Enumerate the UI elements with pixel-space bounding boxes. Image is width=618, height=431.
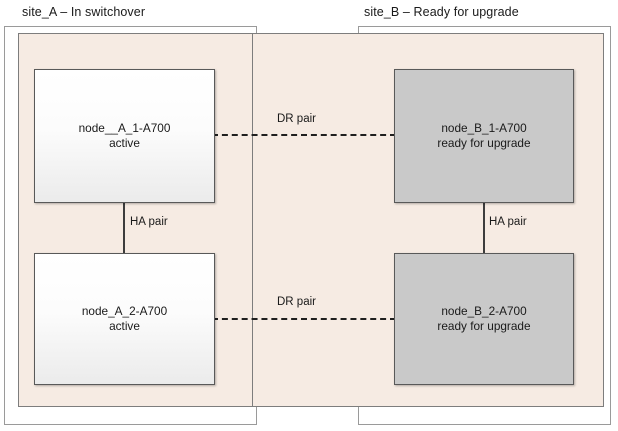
ha-pair-label-site-b: HA pair <box>489 216 527 228</box>
node-name-b1: node_B_1-A700 <box>441 121 527 135</box>
ha-pair-connector-site-b <box>483 200 485 256</box>
node-name-a1: node__A_1-A700 <box>78 121 171 135</box>
node-box-site-a-2[interactable]: node_A_2-A700 active <box>34 253 215 385</box>
site-b-title: site_B – Ready for upgrade <box>364 5 519 19</box>
ha-pair-label-site-a: HA pair <box>130 216 168 228</box>
node-state-a2: active <box>109 319 140 333</box>
dr-pair-connector-bottom <box>212 318 396 320</box>
node-name-a2: node_A_2-A700 <box>81 304 168 318</box>
node-state-b1: ready for upgrade <box>437 136 531 150</box>
site-a-title: site_A – In switchover <box>22 5 146 19</box>
dr-pair-connector-top <box>212 134 396 136</box>
dr-pair-label-bottom: DR pair <box>277 296 316 308</box>
ha-pair-connector-site-a <box>123 200 125 256</box>
node-state-a1: active <box>109 136 140 150</box>
node-box-site-b-1[interactable]: node_B_1-A700 ready for upgrade <box>394 69 574 203</box>
node-box-site-a-1[interactable]: node__A_1-A700 active <box>34 69 215 203</box>
node-box-site-b-2[interactable]: node_B_2-A700 ready for upgrade <box>394 253 574 385</box>
node-name-b2: node_B_2-A700 <box>441 304 527 318</box>
dr-pair-label-top: DR pair <box>277 113 316 125</box>
node-state-b2: ready for upgrade <box>437 319 531 333</box>
